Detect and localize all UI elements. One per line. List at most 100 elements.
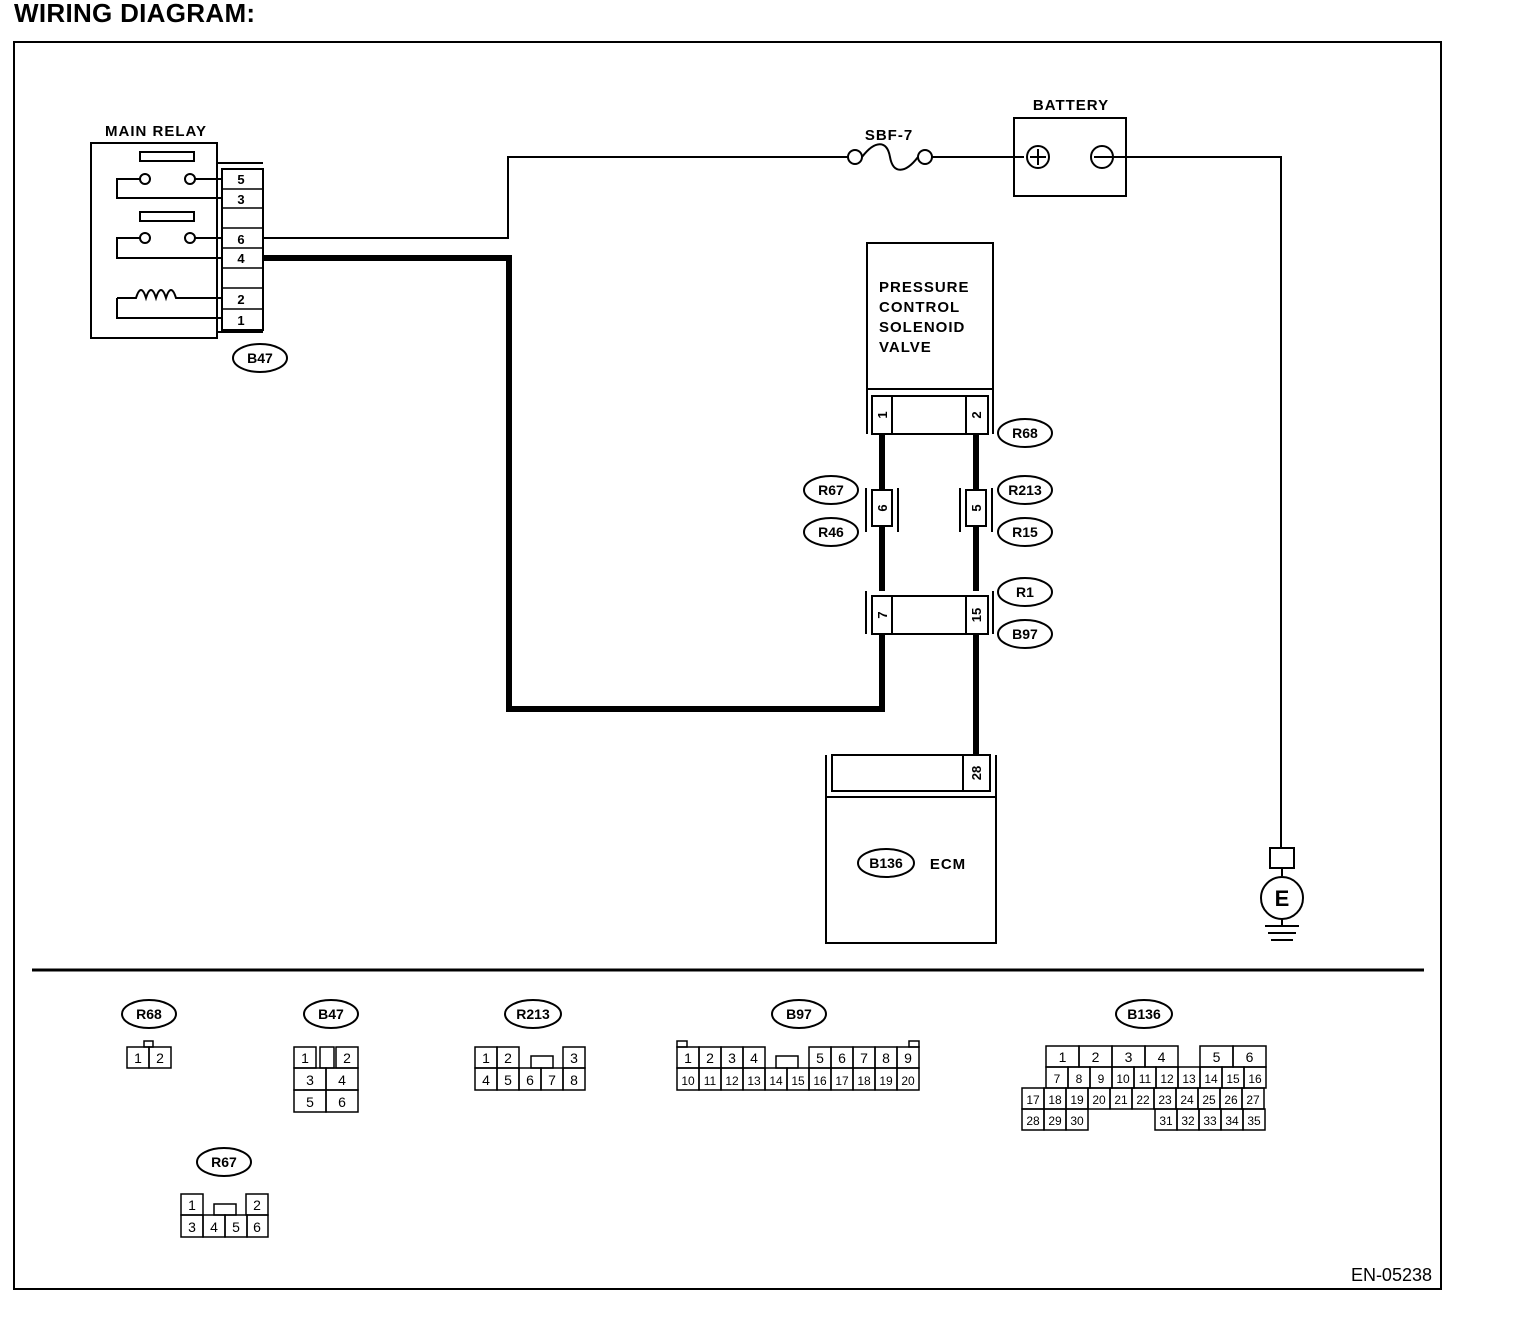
relay-wire-1 — [116, 178, 222, 199]
document-id: EN-05238 — [1351, 1265, 1432, 1285]
fuse-terminal-left — [847, 149, 863, 165]
connector-tag-r67-ellipse — [803, 475, 859, 505]
connector-tag-b47: B47 — [247, 350, 273, 366]
connector-tag-r1: R1 — [1016, 584, 1034, 600]
legend-cell-label: 1 — [188, 1197, 196, 1213]
legend-cell-label: 8 — [570, 1072, 578, 1088]
legend-cell-label: 19 — [1070, 1093, 1084, 1107]
legend-b97-latch-left — [676, 1040, 688, 1048]
pressure-control-solenoid-valve: PRESSURE CONTROL SOLENOID VALVE 1 2 — [866, 242, 994, 435]
legend-cell-label: 21 — [1114, 1093, 1128, 1107]
relay-contact-bar-2 — [139, 211, 195, 222]
legend-r67-latch — [213, 1203, 237, 1216]
relay-pin: 2 — [237, 292, 244, 307]
ecm-pin-28: 28 — [969, 766, 984, 780]
legend-tag: B97 — [786, 1006, 812, 1022]
relay-contact-bar-1 — [139, 151, 195, 162]
legend-cell — [246, 1214, 269, 1238]
fuse-element — [861, 143, 919, 171]
legend-cell-label: 5 — [232, 1219, 240, 1235]
ecm-body — [825, 796, 997, 944]
connector-tag-r15: R15 — [1012, 524, 1038, 540]
legend-b97-latch-right — [908, 1040, 920, 1048]
valve-label-line1: PRESSURE — [879, 279, 970, 296]
legend-tag: R213 — [516, 1006, 550, 1022]
relay-contact-1a — [139, 173, 151, 185]
legend-cell-label: 35 — [1247, 1114, 1261, 1128]
ecm-connector-rail — [825, 755, 997, 797]
main-relay-body — [90, 142, 218, 339]
legend-cell-label: 26 — [1224, 1093, 1238, 1107]
legend-cell-label: 15 — [1226, 1072, 1240, 1086]
legend-cell-label: 18 — [1048, 1093, 1062, 1107]
legend-cell-label: 19 — [879, 1074, 893, 1088]
joint-right-pin: 5 — [969, 504, 984, 511]
legend-cell — [896, 1067, 920, 1091]
legend-cell-label: 12 — [1160, 1072, 1174, 1086]
legend-cell — [1242, 1108, 1266, 1131]
connector-tag-r67: R67 — [818, 482, 844, 498]
legend-cell-label: 1 — [482, 1050, 490, 1066]
legend-cell-label: 11 — [704, 1074, 717, 1088]
legend-cell-label: 13 — [1182, 1072, 1196, 1086]
wire-relay-pin4-to-b97 — [263, 255, 885, 712]
legend-cell-label: 13 — [747, 1074, 761, 1088]
legend-cell-label: 28 — [1026, 1114, 1040, 1128]
legend-cell — [325, 1089, 359, 1113]
relay-contact-2a — [139, 232, 151, 244]
legend-cell — [148, 1046, 172, 1069]
legend-tag-ellipse — [196, 1147, 252, 1177]
legend-cell-label: 17 — [835, 1074, 849, 1088]
valve-pin-2: 2 — [969, 411, 984, 418]
legend-cell — [562, 1067, 586, 1091]
relay-pin: 6 — [237, 232, 244, 247]
legend-tag: R68 — [136, 1006, 162, 1022]
legend-r67: R67 1 2 3 4 5 6 — [180, 1147, 269, 1238]
legend-cell-label: 2 — [343, 1050, 351, 1066]
legend-cell-label: 16 — [813, 1074, 827, 1088]
battery — [1013, 117, 1127, 197]
legend-cell-label: 5 — [1213, 1049, 1221, 1065]
legend-cell-label: 6 — [338, 1094, 346, 1110]
legend-cell-label: 14 — [769, 1074, 783, 1088]
legend-cell-label: 8 — [882, 1050, 890, 1066]
legend-cell-label: 1 — [301, 1050, 309, 1066]
lower-pin-right: 15 — [969, 608, 984, 622]
connector-tag-r15-ellipse — [997, 517, 1053, 547]
relay-pin: 1 — [237, 313, 244, 328]
legend-tag-ellipse — [303, 999, 359, 1029]
legend-cell-label: 2 — [156, 1050, 164, 1066]
connector-tag-r46: R46 — [818, 524, 844, 540]
joint-left-box — [871, 489, 893, 527]
legend-cell-label: 4 — [1158, 1049, 1166, 1065]
relay-connector — [221, 168, 264, 331]
legend-cell-label: 33 — [1203, 1114, 1217, 1128]
legend-cell — [1065, 1108, 1089, 1131]
legend-tag: B47 — [318, 1006, 344, 1022]
valve-body — [866, 242, 994, 390]
diagram-frame — [13, 41, 1442, 1290]
legend-cell-label: 9 — [904, 1050, 912, 1066]
valve-connector-rail — [866, 389, 994, 434]
legend-cell-label: 3 — [570, 1050, 578, 1066]
battery-label: BATTERY — [1033, 97, 1109, 114]
ecm-connector — [831, 754, 991, 792]
legend-cell-label: 4 — [482, 1072, 490, 1088]
joint-left-rail — [865, 488, 899, 532]
legend-tag-ellipse — [1115, 999, 1173, 1029]
legend-cell-label: 5 — [816, 1050, 824, 1066]
legend-cell-label: 5 — [504, 1072, 512, 1088]
legend-cell-label: 3 — [188, 1219, 196, 1235]
connector-tag-b47-ellipse — [232, 343, 288, 373]
ground-terminal — [1269, 847, 1295, 869]
legend-cell-label: 34 — [1225, 1114, 1239, 1128]
ground-e: E — [1260, 847, 1304, 941]
legend-cell-label: 7 — [860, 1050, 868, 1066]
main-relay-label: MAIN RELAY — [105, 123, 207, 140]
legend-r68-latch — [143, 1040, 154, 1048]
fuse-label: SBF-7 — [865, 127, 913, 144]
legend-r68: R68 1 2 — [121, 999, 177, 1069]
relay-contact-1b — [184, 173, 196, 185]
legend-cell-label: 23 — [1158, 1093, 1172, 1107]
